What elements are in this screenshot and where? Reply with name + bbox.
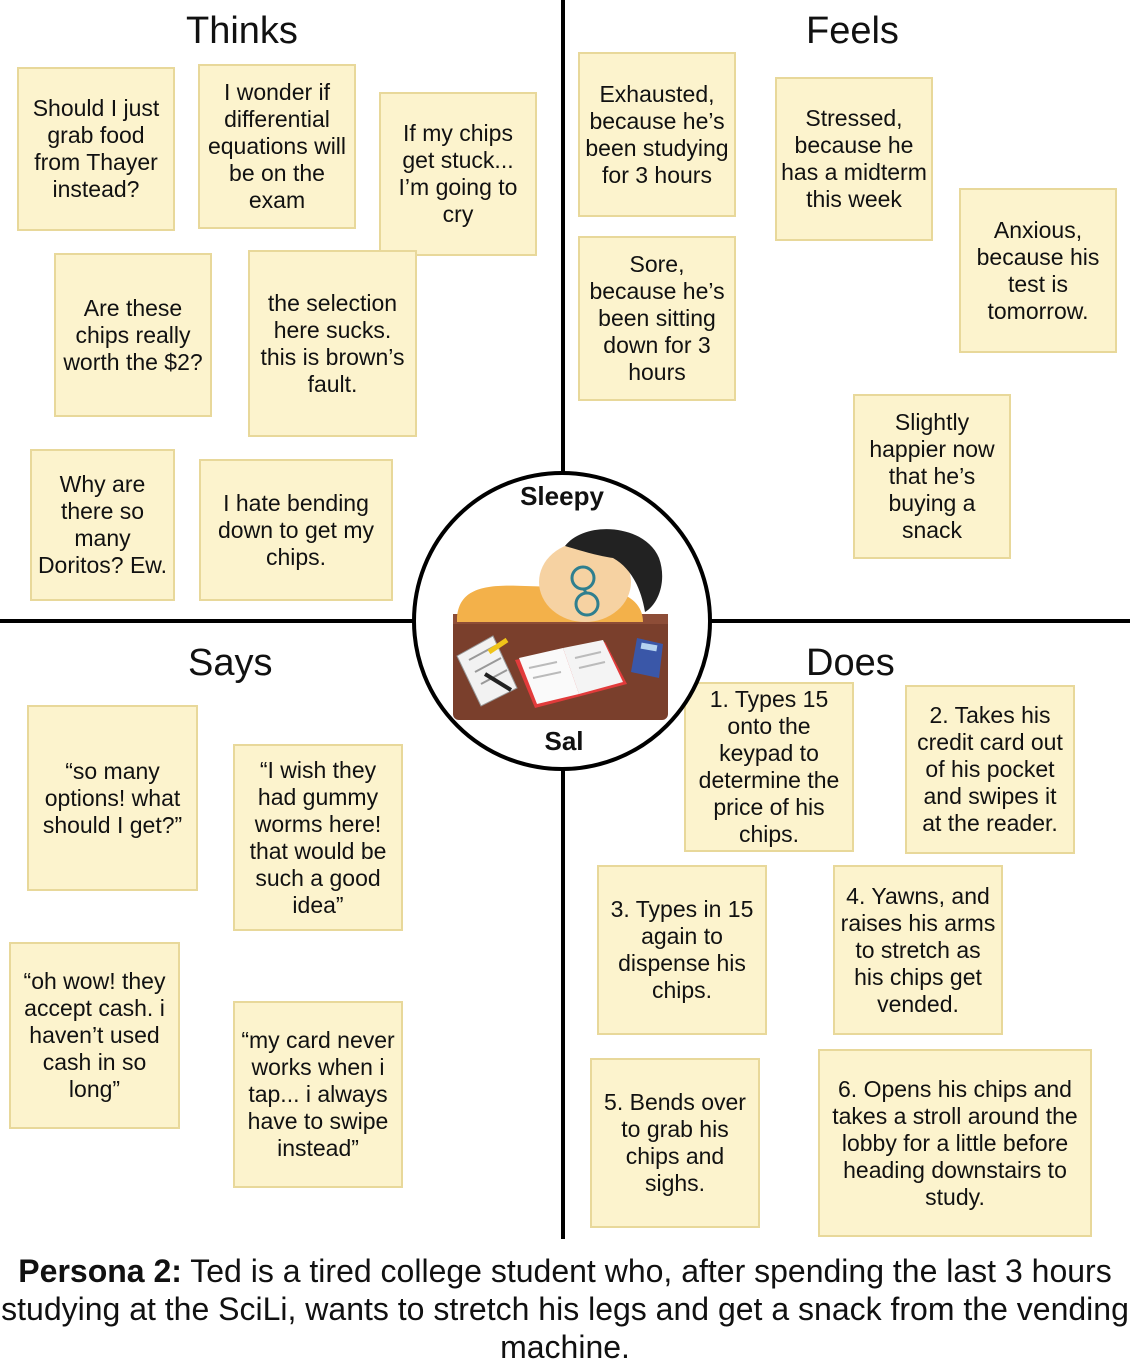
pencil-shape bbox=[487, 637, 509, 655]
thinks-note: I wonder if differential equations will … bbox=[198, 64, 356, 229]
does-note: 6. Opens his chips and takes a stroll ar… bbox=[818, 1049, 1092, 1237]
paper-line bbox=[480, 669, 508, 685]
sleeping-student-icon bbox=[453, 529, 668, 720]
does-note: 5. Bends over to grab his chips and sigh… bbox=[590, 1058, 760, 1228]
glasses-bridge bbox=[582, 588, 588, 594]
book-text-line bbox=[528, 661, 558, 669]
thinks-note: the selection here sucks. this is brown’… bbox=[248, 250, 417, 437]
glasses-left-lens bbox=[570, 565, 596, 591]
feels-note: Slightly happier now that he’s buying a … bbox=[853, 394, 1011, 559]
pen-shape bbox=[483, 672, 513, 692]
persona-bottom-label: Sal bbox=[544, 726, 584, 756]
book-text-line bbox=[578, 661, 606, 669]
persona-top-label: Sleepy bbox=[520, 481, 604, 511]
does-note: 3. Types in 15 again to dispense his chi… bbox=[597, 865, 767, 1035]
thinks-note: If my chips get stuck... I’m going to cr… bbox=[379, 92, 537, 256]
caption-text: Ted is a tired college student who, afte… bbox=[1, 1253, 1129, 1365]
hair-shape bbox=[565, 529, 663, 612]
vertical-divider-top bbox=[561, 0, 565, 475]
book-text-line bbox=[532, 671, 562, 679]
feels-note: Anxious, because his test is tomorrow. bbox=[959, 188, 1117, 353]
horizontal-divider-left bbox=[0, 619, 414, 623]
book-text-line bbox=[574, 651, 602, 659]
does-note: 4. Yawns, and raises his arms to stretch… bbox=[833, 865, 1003, 1035]
horizontal-divider-right bbox=[710, 619, 1130, 623]
says-note: “my card never works when i tap... i alw… bbox=[233, 1001, 403, 1188]
book-right-page bbox=[563, 640, 623, 694]
quadrant-title-does: Does bbox=[806, 642, 895, 684]
quadrant-title-thinks: Thinks bbox=[186, 10, 298, 52]
thinks-note: I hate bending down to get my chips. bbox=[199, 459, 393, 601]
glasses-right-lens bbox=[574, 591, 600, 617]
feels-note: Exhausted, because he’s been studying fo… bbox=[578, 52, 736, 217]
says-note: “I wish they had gummy worms here! that … bbox=[233, 744, 403, 931]
does-note: 1. Types 15 onto the keypad to determine… bbox=[684, 682, 854, 852]
thinks-note: Should I just grab food from Thayer inst… bbox=[17, 67, 175, 231]
paper-line bbox=[474, 657, 502, 673]
does-note: 2. Takes his credit card out of his pock… bbox=[905, 685, 1075, 854]
says-note: “so many options! what should I get?” bbox=[27, 705, 198, 891]
thinks-note: Why are there so many Doritos? Ew. bbox=[30, 449, 175, 601]
caption-label: Persona 2: bbox=[18, 1253, 182, 1289]
face-shape bbox=[539, 542, 631, 622]
quadrant-title-says: Says bbox=[188, 642, 273, 684]
feels-note: Sore, because he’s been sitting down for… bbox=[578, 236, 736, 401]
says-note: “oh wow! they accept cash. i haven’t use… bbox=[9, 942, 180, 1129]
persona-caption: Persona 2: Ted is a tired college studen… bbox=[0, 1252, 1130, 1366]
calculator-screen bbox=[640, 642, 658, 652]
thinks-note: Are these chips really worth the $2? bbox=[54, 253, 212, 417]
vertical-divider-bottom bbox=[561, 767, 565, 1239]
paper-sheet bbox=[456, 635, 518, 707]
quadrant-title-feels: Feels bbox=[806, 10, 899, 52]
feels-note: Stressed, because he has a midterm this … bbox=[775, 77, 933, 241]
book-left-page bbox=[519, 648, 579, 704]
